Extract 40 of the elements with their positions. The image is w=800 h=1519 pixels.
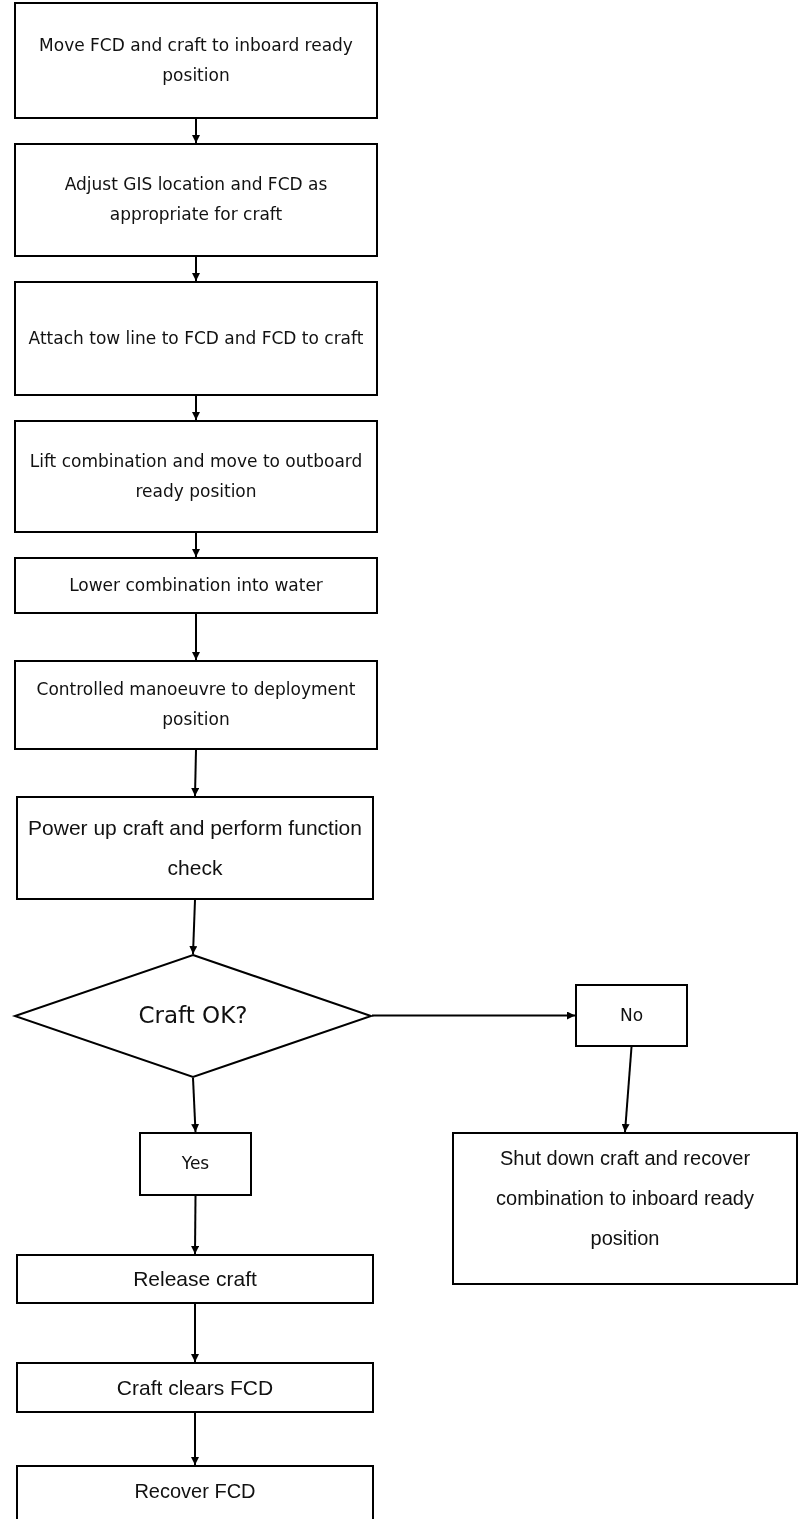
arrow	[192, 613, 200, 661]
process-box	[14, 2, 378, 119]
step-text: Recover FCD	[134, 1479, 256, 1504]
arrow	[192, 118, 200, 144]
arrow	[191, 1077, 200, 1133]
step-text: No	[619, 1003, 644, 1027]
arrow	[192, 395, 200, 421]
process-box	[16, 796, 374, 900]
step-text: Move FCD and craft to inboard ready position	[38, 33, 354, 87]
step-text: Controlled manoeuvre to deployment position	[35, 678, 357, 731]
arrow	[189, 899, 198, 955]
arrow	[192, 532, 200, 558]
step-text: Yes	[181, 1152, 210, 1176]
process-box	[14, 660, 378, 750]
arrow	[621, 1046, 633, 1133]
process-box	[16, 1465, 374, 1519]
process-box	[16, 1362, 374, 1413]
step-text: Release craft	[133, 1266, 257, 1293]
arrow	[191, 1412, 199, 1466]
arrow	[192, 256, 200, 282]
arrow	[371, 1011, 576, 1020]
process-box	[575, 984, 688, 1047]
arrow	[191, 749, 200, 797]
step-text: Power up craft and perform function check	[28, 815, 362, 881]
process-box	[14, 557, 378, 614]
step-text: Lower combination into water	[69, 573, 323, 597]
arrow	[191, 1195, 200, 1255]
process-box	[16, 1254, 374, 1304]
process-box	[452, 1132, 798, 1285]
process-box	[14, 281, 378, 396]
step-text: Attach tow line to FCD and FCD to craft	[28, 326, 364, 350]
process-box	[14, 420, 378, 533]
arrow	[191, 1303, 199, 1363]
step-text: Craft OK?	[138, 1001, 248, 1031]
step-text: Adjust GIS location and FCD as appropriate for craft	[63, 173, 329, 226]
step-text: Lift combination and move to outboard ready position	[28, 449, 364, 503]
step-text: Craft clears FCD	[116, 1374, 274, 1401]
process-box	[14, 143, 378, 257]
step-text: Shut down craft and recover combination to inboard ready position	[495, 1146, 755, 1251]
process-box	[139, 1132, 252, 1196]
